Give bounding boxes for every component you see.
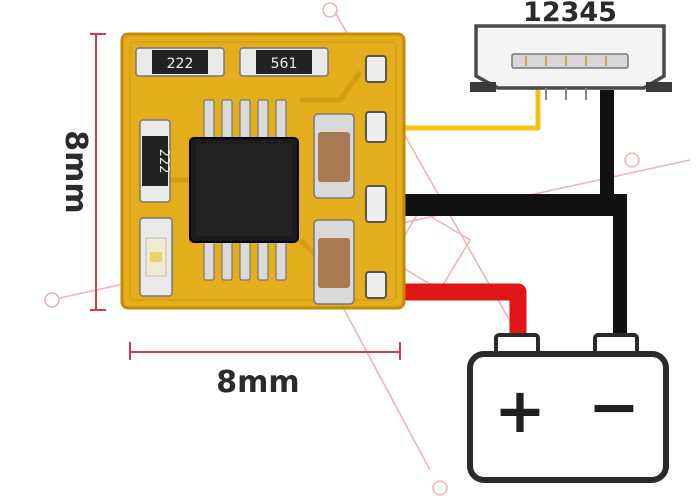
yellow-wire <box>404 88 541 131</box>
black-wire-vertical <box>600 90 627 346</box>
resistor-top-left <box>135 47 225 77</box>
ic-chip <box>189 99 299 281</box>
resistor-top-left-label: 222 <box>167 56 194 72</box>
battery-plus-symbol: + <box>494 374 546 447</box>
resistor-left-label: 222 <box>156 149 171 174</box>
wires <box>404 88 627 346</box>
battery-minus-symbol: − <box>588 370 640 443</box>
horizontal-dimension <box>129 342 401 360</box>
vertical-dimension-label: 8mm <box>58 130 93 213</box>
resistor-top-right <box>239 47 329 77</box>
horizontal-dimension-label: 8mm <box>216 365 299 400</box>
capacitor-upper <box>313 113 355 199</box>
resistor-left <box>139 119 171 203</box>
capacitor-lower <box>313 219 355 305</box>
resistor-top-right-label: 561 <box>271 56 298 72</box>
battery <box>467 333 669 483</box>
led-component <box>139 217 173 297</box>
connector-pin-label: 12345 <box>523 0 617 28</box>
usb-connector <box>470 24 672 100</box>
solder-pads <box>365 55 387 299</box>
red-wire <box>404 283 527 338</box>
vertical-dimension <box>90 33 106 311</box>
